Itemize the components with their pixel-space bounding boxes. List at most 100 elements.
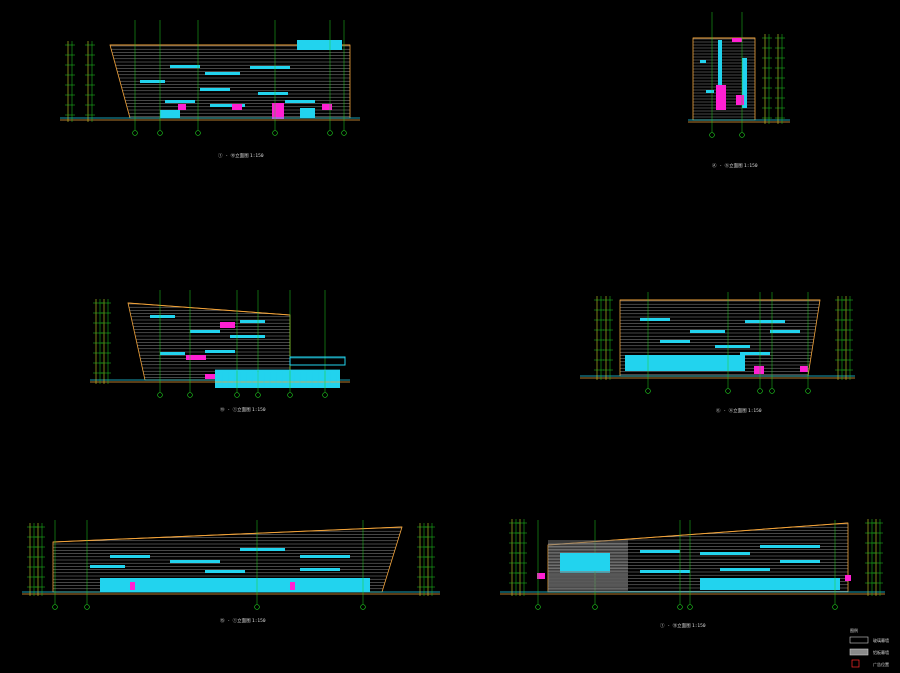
glass-band bbox=[160, 110, 180, 118]
axis-bubble bbox=[132, 130, 138, 136]
axis-bubble bbox=[341, 130, 347, 136]
glass-band bbox=[190, 330, 220, 333]
glass-band bbox=[740, 352, 770, 355]
glass-band bbox=[625, 355, 745, 371]
glass-band bbox=[760, 545, 820, 548]
accent-panel bbox=[716, 85, 726, 110]
axis-bubble bbox=[52, 604, 58, 610]
glass-band bbox=[745, 320, 785, 323]
glass-band bbox=[160, 352, 185, 355]
glass-band bbox=[300, 555, 350, 558]
axis-bubble bbox=[832, 604, 838, 610]
axis-bubble bbox=[234, 392, 240, 398]
axis-bubble bbox=[592, 604, 598, 610]
glass-band bbox=[640, 318, 670, 321]
glass-band bbox=[640, 570, 690, 573]
glass-band bbox=[250, 66, 290, 69]
glass-band bbox=[170, 560, 220, 563]
axis-bubble bbox=[805, 388, 811, 394]
axis-bubble bbox=[739, 132, 745, 138]
axis-bubble bbox=[687, 604, 693, 610]
glass-band bbox=[205, 570, 245, 573]
glass-band bbox=[780, 560, 820, 563]
podium-glass bbox=[560, 553, 610, 571]
accent-panel bbox=[800, 366, 808, 372]
axis-bubble bbox=[725, 388, 731, 394]
accent-panel bbox=[732, 38, 742, 42]
axis-bubble bbox=[157, 392, 163, 398]
elevation-4-linework bbox=[580, 292, 855, 394]
glass-band bbox=[230, 335, 265, 338]
axis-bubble bbox=[709, 132, 715, 138]
legend-swatch-glass bbox=[849, 636, 869, 644]
legend-label-aluminum: 铝板幕墙 bbox=[873, 649, 889, 655]
accent-panel bbox=[322, 104, 332, 110]
axis-bubble bbox=[535, 604, 541, 610]
canopy bbox=[289, 356, 346, 366]
glass-band bbox=[200, 88, 230, 91]
glass-band bbox=[660, 340, 690, 343]
axis-bubble bbox=[322, 392, 328, 398]
glass-band bbox=[300, 108, 315, 118]
facade-outline bbox=[127, 302, 291, 381]
elevation-5-scale: 1:150 bbox=[252, 618, 266, 624]
glass-band bbox=[640, 550, 680, 553]
accent-panel bbox=[290, 582, 295, 590]
glass-band bbox=[700, 552, 750, 555]
glass-band bbox=[258, 92, 288, 95]
axis-bubble bbox=[327, 130, 333, 136]
accent-panel bbox=[220, 322, 235, 328]
glass-band bbox=[300, 568, 340, 571]
glass-band bbox=[718, 40, 722, 110]
accent-panel bbox=[845, 575, 851, 581]
glass-band bbox=[165, 100, 195, 103]
accent-panel bbox=[754, 366, 764, 374]
glass-band bbox=[720, 568, 770, 571]
elevation-3-linework bbox=[90, 290, 350, 398]
axis-bubble bbox=[84, 604, 90, 610]
elevation-4-scale: 1:150 bbox=[748, 408, 762, 414]
elevation-6-caption: ① - ⑮立面图 bbox=[660, 622, 691, 629]
glass-band bbox=[150, 315, 175, 318]
accent-panel bbox=[272, 103, 284, 119]
glass-band bbox=[170, 65, 200, 68]
axis-bubble bbox=[157, 130, 163, 136]
axis-bubble bbox=[757, 388, 763, 394]
glass-band bbox=[770, 330, 800, 333]
axis-bubble bbox=[360, 604, 366, 610]
glass-band bbox=[110, 555, 150, 558]
glass-band bbox=[240, 548, 285, 551]
glass-band bbox=[140, 80, 165, 83]
elevation-4-caption: Ⓖ - Ⓐ立面图 bbox=[716, 407, 747, 414]
elevation-5-linework bbox=[22, 520, 440, 610]
axis-bubble bbox=[187, 392, 193, 398]
roof-line bbox=[52, 526, 403, 543]
axis-bubble bbox=[255, 392, 261, 398]
legend-label-glass: 玻璃幕墙 bbox=[873, 637, 889, 643]
elevation-2-scale: 1:150 bbox=[744, 163, 758, 169]
glass-band bbox=[100, 578, 370, 592]
elevation-6-scale: 1:150 bbox=[692, 623, 706, 629]
elevation-1-linework bbox=[60, 20, 360, 136]
elevation-1-scale: 1:150 bbox=[250, 153, 264, 159]
accent-panel bbox=[736, 95, 744, 105]
glass-band bbox=[240, 320, 265, 323]
glass-band bbox=[715, 345, 750, 348]
glass-band bbox=[210, 104, 245, 107]
axis-bubble bbox=[769, 388, 775, 394]
elevation-3-canopy bbox=[215, 356, 346, 388]
glass-band bbox=[700, 578, 840, 590]
glass-band bbox=[706, 90, 714, 93]
legend-swatch-aluminum bbox=[849, 648, 869, 656]
glass-band bbox=[285, 100, 315, 103]
accent-panel bbox=[178, 104, 186, 110]
axis-bubble bbox=[272, 130, 278, 136]
glass-band bbox=[742, 58, 747, 108]
elevation-5-caption: ⑮ - ①立面图 bbox=[220, 617, 251, 624]
glass-band bbox=[297, 40, 342, 50]
glass-band bbox=[205, 350, 235, 353]
accent-panel bbox=[537, 573, 545, 579]
glass-band bbox=[90, 565, 125, 568]
